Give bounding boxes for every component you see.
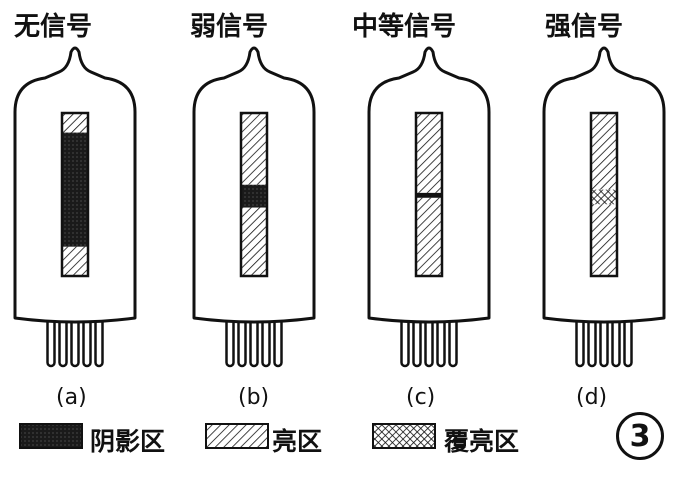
tube-b-zone-lower: [241, 207, 267, 276]
tube-a-pin-5: [94, 316, 104, 368]
tube-a: [13, 46, 137, 368]
tube-c-title: 中等信号: [352, 12, 457, 42]
tube-a-zone-lower: [62, 246, 88, 276]
tube-c: [367, 46, 491, 368]
legend-bright-swatch: [205, 423, 269, 449]
tube-b: [192, 46, 316, 368]
tube-b-strip-outline: [239, 111, 269, 278]
tube-d-label: (d): [576, 385, 608, 410]
tube-b-pin-2: [237, 316, 247, 368]
tube-d-pin-3: [599, 316, 609, 368]
tube-d-pin-1: [575, 316, 585, 368]
tube-b-label: (b): [238, 385, 270, 410]
tube-d-title: 强信号: [545, 12, 624, 42]
tube-a-title: 无信号: [14, 12, 93, 42]
tube-c-pin-1: [400, 316, 410, 368]
legend-bright-label: 亮区: [272, 427, 323, 456]
tube-d: [542, 46, 666, 368]
tube-a-pin-3: [70, 316, 80, 368]
tube-c-zone-upper: [416, 113, 442, 193]
tube-a-strip-outline: [60, 111, 90, 278]
tube-a-zone-middle: [62, 132, 88, 247]
tube-a-label: (a): [56, 385, 87, 410]
tube-c-zone-middle: [416, 192, 442, 198]
tube-d-pin-4: [611, 316, 621, 368]
tube-b-pin-4: [261, 316, 271, 368]
figure-number-badge: 3: [616, 412, 664, 460]
tube-c-pin-4: [436, 316, 446, 368]
tube-c-pin-5: [448, 316, 458, 368]
tube-d-zone-middle: [591, 189, 617, 205]
tube-b-zone-upper: [241, 113, 267, 185]
tube-c-zone-lower: [416, 197, 442, 276]
legend-overlap-swatch: [372, 423, 436, 449]
tube-d-zone-lower: [591, 204, 617, 276]
tube-c-pin-3: [424, 316, 434, 368]
tube-d-strip-outline: [589, 111, 619, 278]
legend-swatches: [19, 423, 436, 449]
tube-c-pin-2: [412, 316, 422, 368]
legend-overlap-label: 覆亮区: [444, 427, 520, 456]
tube-a-zone-upper: [62, 113, 88, 133]
tube-a-pin-1: [46, 316, 56, 368]
legend-shadow-swatch: [19, 423, 83, 449]
legend-shadow-label: 阴影区: [90, 427, 166, 456]
tubes-layer: [13, 46, 666, 368]
tube-b-pin-3: [249, 316, 259, 368]
tube-d-pin-5: [623, 316, 633, 368]
tube-b-pin-1: [225, 316, 235, 368]
tube-b-title: 弱信号: [190, 12, 269, 42]
tube-b-zone-middle: [241, 184, 267, 208]
tube-b-pin-5: [273, 316, 283, 368]
tube-a-pin-2: [58, 316, 68, 368]
tube-d-pin-2: [587, 316, 597, 368]
tube-d-zone-upper: [591, 113, 617, 190]
tube-c-strip-outline: [414, 111, 444, 278]
tube-a-pin-4: [82, 316, 92, 368]
tube-c-label: (c): [406, 385, 436, 410]
